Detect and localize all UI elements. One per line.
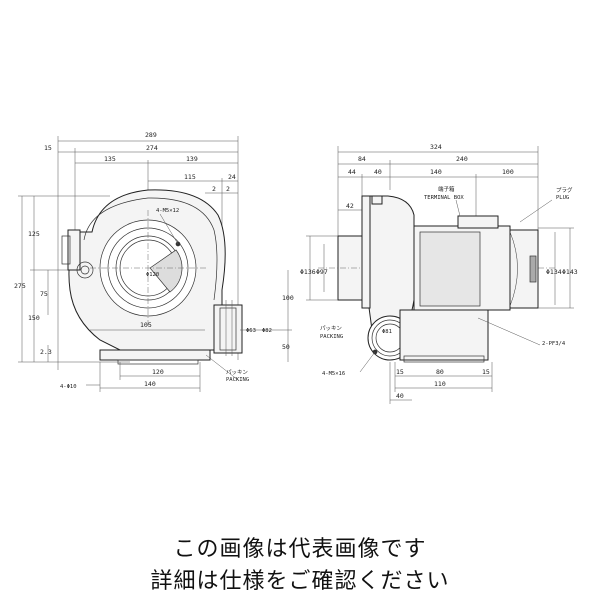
dim-275: 275 xyxy=(14,282,26,290)
dim-2b: 2 xyxy=(226,185,230,193)
caption-line-1: この画像は代表画像です xyxy=(173,537,427,562)
dim-115: 115 xyxy=(184,173,196,181)
dim-100: 100 xyxy=(282,294,294,302)
dim-15b: 15 xyxy=(482,368,490,376)
dim-140: 140 xyxy=(144,380,156,388)
dim-15a: 15 xyxy=(396,368,404,376)
dim-100-side: 100 xyxy=(502,168,514,176)
dim-d143: Φ143 xyxy=(562,268,578,276)
dim-120: 120 xyxy=(152,368,164,376)
dim-80: 80 xyxy=(436,368,444,376)
callout-bolt-side: 4-M5×16 xyxy=(322,371,345,377)
dim-75: 75 xyxy=(40,290,48,298)
dim-289: 289 xyxy=(145,131,157,139)
callout-packing-jp-front: パッキン xyxy=(226,369,248,376)
callout-holes: 4-Φ10 xyxy=(60,384,77,390)
callout-bolt-front: 4-M5×12 xyxy=(156,208,179,214)
dim-24: 24 xyxy=(228,173,236,181)
dim-2-3: 2.3 xyxy=(40,348,52,356)
callout-plug-en: PLUG xyxy=(556,195,569,201)
dim-d97: Φ97 xyxy=(316,268,328,276)
dim-84: 84 xyxy=(358,155,366,163)
dim-150: 150 xyxy=(28,314,40,322)
dim-139: 139 xyxy=(186,155,198,163)
callout-inlet-dia: Φ120 xyxy=(146,272,159,278)
callout-plug-jp: プラグ xyxy=(556,186,573,194)
callout-terminal-en: TERMINAL BOX xyxy=(424,195,464,201)
callout-packing-en-front: PACKING xyxy=(226,377,249,383)
dim-d136: Φ136 xyxy=(300,268,316,276)
dim-240: 240 xyxy=(456,155,468,163)
dim-50: 50 xyxy=(282,343,290,351)
dim-2a: 2 xyxy=(212,185,216,193)
dim-110: 110 xyxy=(434,380,446,388)
dim-274: 274 xyxy=(146,144,158,152)
callout-outlet-dia-b: Φ82 xyxy=(262,328,272,334)
dim-324: 324 xyxy=(430,143,442,151)
callout-packing-jp-side: パッキン xyxy=(320,325,342,332)
side-view: 324 84 240 44 40 140 100 42 Φ136 Φ97 Φ13… xyxy=(300,143,578,404)
callout-packing-en-side: PACKING xyxy=(320,334,343,340)
front-view: 289 15 274 135 139 115 24 2 2 275 125 15… xyxy=(14,131,294,392)
dim-44: 44 xyxy=(348,168,356,176)
disclaimer-caption: この画像は代表画像です 詳細は仕様をご確認ください xyxy=(0,534,600,598)
dim-125: 125 xyxy=(28,230,40,238)
dim-105: 105 xyxy=(140,321,152,329)
dim-135: 135 xyxy=(104,155,116,163)
callout-outlet-dia-a: Φ63 xyxy=(246,328,256,334)
callout-outlet-dia-side: Φ81 xyxy=(382,329,392,335)
callout-terminal-jp: 端子箱 xyxy=(438,185,455,193)
dim-40-bottom: 40 xyxy=(396,392,404,400)
dim-140: 140 xyxy=(430,168,442,176)
callout-pf: 2-PF3/4 xyxy=(542,341,566,347)
dim-42: 42 xyxy=(346,202,354,210)
dim-15: 15 xyxy=(44,144,52,152)
dim-d134: Φ134 xyxy=(546,268,562,276)
dim-40: 40 xyxy=(374,168,382,176)
caption-line-2: 詳細は仕様をご確認ください xyxy=(150,569,450,594)
